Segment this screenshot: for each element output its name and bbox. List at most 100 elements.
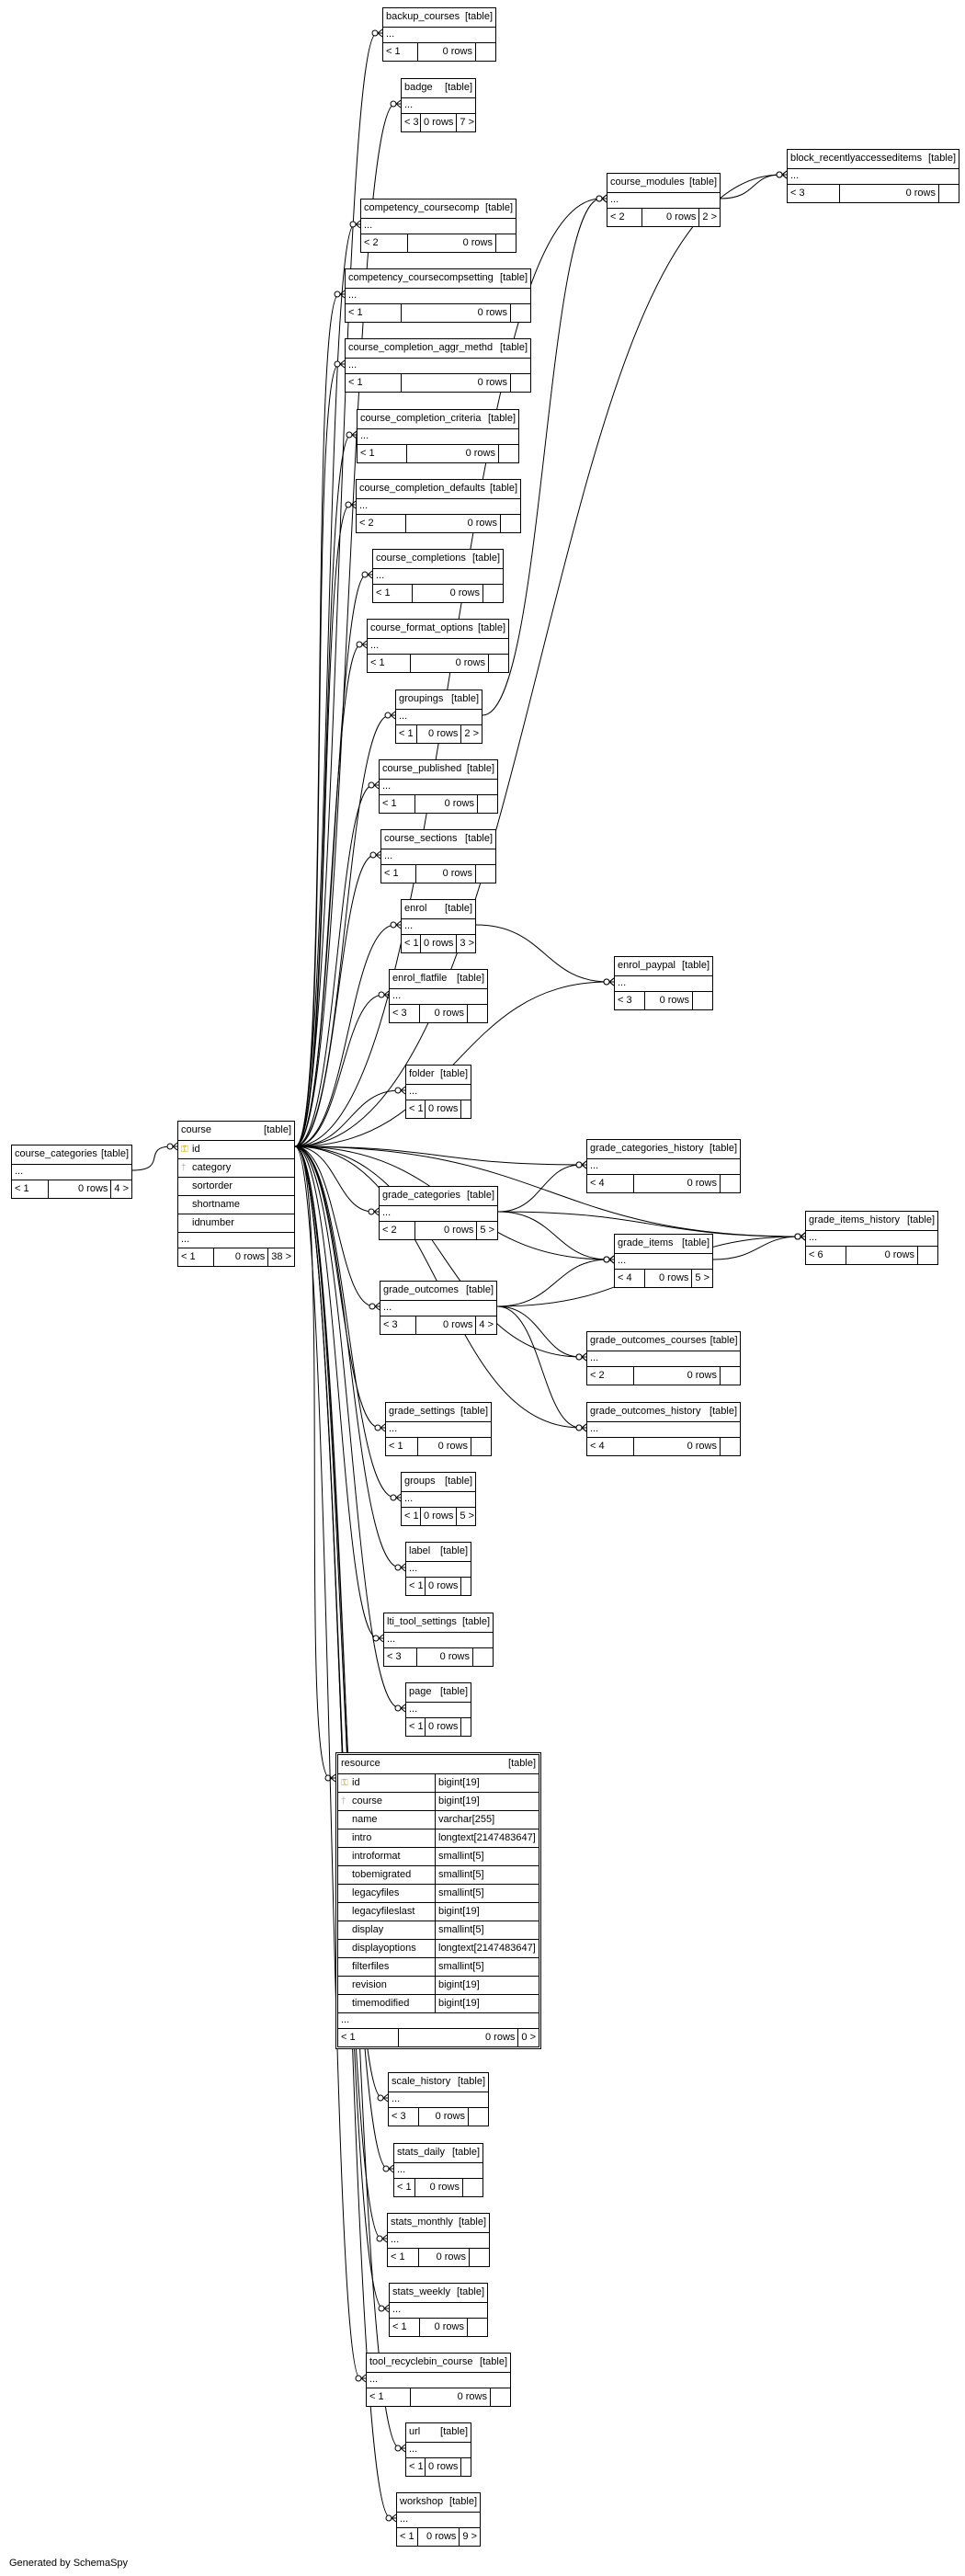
column-row[interactable]: †category [178, 1159, 294, 1178]
table-header[interactable]: course_categories[table] [12, 1146, 131, 1165]
table-name[interactable]: badge [404, 82, 433, 93]
table-header[interactable]: grade_items[table] [615, 1235, 712, 1254]
table-name[interactable]: grade_items_history [809, 1214, 901, 1225]
parents-count[interactable]: < 1 [376, 587, 391, 598]
parents-count[interactable]: < 2 [610, 211, 625, 222]
table-competency-coursecompsetting[interactable]: competency_coursecompsetting[table]...< … [345, 268, 531, 323]
children-count[interactable] [460, 1578, 481, 1595]
table-name[interactable]: enrol_flatfile [392, 973, 448, 984]
parents-count[interactable]: < 1 [389, 1441, 403, 1452]
children-count[interactable] [495, 234, 516, 252]
children-count[interactable] [720, 1438, 740, 1455]
table-header[interactable]: grade_outcomes[table] [380, 1282, 496, 1301]
table-header[interactable]: enrol[table] [402, 900, 475, 919]
table-name[interactable]: grade_items [618, 1237, 674, 1248]
table-name[interactable]: course_published [382, 763, 462, 774]
parents-count[interactable]: < 4 [590, 1178, 605, 1189]
table-header[interactable]: url[table] [406, 2423, 471, 2443]
parents-count[interactable]: < 1 [369, 2391, 384, 2402]
table-name[interactable]: enrol_paypal [618, 960, 676, 971]
table-name[interactable]: course_completions [376, 553, 466, 564]
parents-count[interactable]: < 2 [359, 518, 374, 529]
children-count[interactable] [477, 795, 497, 813]
children-count[interactable] [460, 1718, 481, 1736]
children-count[interactable] [469, 2249, 489, 2266]
table-header[interactable]: groupings[table] [396, 690, 482, 710]
parents-count[interactable]: < 3 [790, 188, 805, 199]
table-header[interactable]: stats_daily[table] [394, 2144, 482, 2163]
table-name[interactable]: url [409, 2426, 421, 2437]
parents-count[interactable]: < 1 [409, 2461, 424, 2472]
parents-count[interactable]: < 1 [409, 1103, 424, 1114]
table-header[interactable]: grade_outcomes_courses[table] [587, 1332, 740, 1351]
table-name[interactable]: folder [409, 1068, 435, 1079]
table-name[interactable]: resource [341, 1758, 380, 1769]
table-header[interactable]: folder[table] [406, 1066, 471, 1085]
column-row[interactable]: idnumber [178, 1214, 294, 1233]
parents-count[interactable]: < 1 [348, 377, 363, 388]
table-name[interactable]: course_sections [384, 833, 458, 844]
table-header[interactable]: course_sections[table] [381, 830, 495, 849]
children-count[interactable] [490, 2388, 510, 2406]
parents-count[interactable]: < 1 [382, 798, 397, 809]
children-count[interactable] [510, 374, 530, 392]
children-count[interactable]: 5 > [476, 1222, 497, 1239]
table-name[interactable]: page [409, 1686, 432, 1697]
table-header[interactable]: resource[table] [338, 1755, 539, 1774]
parents-count[interactable]: < 1 [399, 728, 414, 739]
children-count[interactable]: 7 > [456, 114, 476, 131]
parents-count[interactable]: < 1 [348, 307, 363, 318]
table-name[interactable]: backup_courses [386, 11, 460, 22]
table-course-completion-aggr-methd[interactable]: course_completion_aggr_methd[table]...< … [345, 338, 531, 393]
table-name[interactable]: stats_daily [397, 2147, 445, 2158]
parents-count[interactable]: < 1 [404, 1510, 419, 1522]
parents-count[interactable]: < 1 [360, 448, 375, 459]
table-header[interactable]: course_published[table] [380, 760, 497, 780]
table-header[interactable]: groups[table] [402, 1473, 475, 1492]
parents-count[interactable]: < 3 [618, 995, 632, 1006]
parents-count[interactable]: < 1 [400, 2531, 414, 2542]
children-count[interactable] [472, 1648, 493, 1666]
table-name[interactable]: grade_settings [389, 1406, 456, 1417]
table-header[interactable]: enrol_paypal[table] [615, 957, 712, 976]
table-name[interactable]: course_completion_defaults [359, 483, 485, 494]
parents-count[interactable]: < 4 [618, 1272, 632, 1283]
children-count[interactable] [467, 2319, 487, 2336]
parents-count[interactable]: < 1 [384, 868, 399, 879]
table-header[interactable]: scale_history[table] [389, 2073, 488, 2092]
table-name[interactable]: competency_coursecompsetting [348, 272, 494, 283]
table-name[interactable]: course [181, 1124, 212, 1135]
table-header[interactable]: course_completions[table] [373, 550, 503, 569]
children-count[interactable] [475, 865, 495, 883]
table-header[interactable]: page[table] [406, 1683, 471, 1703]
table-header[interactable]: competency_coursecompsetting[table] [346, 269, 530, 289]
children-count[interactable] [460, 2458, 481, 2476]
children-count[interactable] [720, 1175, 740, 1192]
children-count[interactable] [475, 43, 495, 61]
parents-count[interactable]: < 1 [409, 1580, 424, 1591]
column-row[interactable]: shortname [178, 1196, 294, 1214]
children-count[interactable] [482, 585, 503, 602]
parents-count[interactable]: < 3 [387, 1651, 402, 1662]
table-header[interactable]: grade_items_history[table] [806, 1212, 937, 1231]
